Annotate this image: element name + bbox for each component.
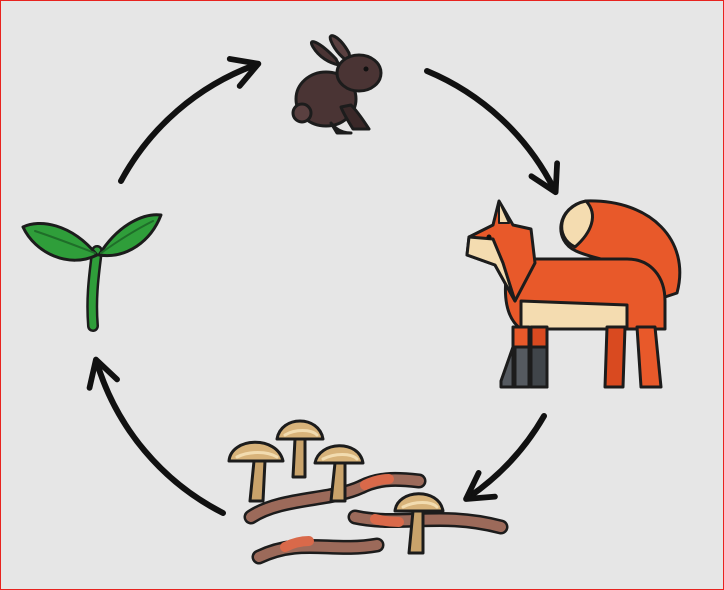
worm-icon <box>251 536 385 565</box>
fox-icon <box>465 199 682 389</box>
mushroom-icon <box>275 419 325 479</box>
arrow-decomposers-to-sprout <box>86 356 226 516</box>
mushroom-icon <box>393 492 445 555</box>
sprout-icon <box>21 213 163 332</box>
rabbit-icon <box>291 34 383 135</box>
cycle-arrows <box>86 56 560 516</box>
mushrooms-worms-icon <box>227 419 509 565</box>
mushroom-icon <box>227 440 285 503</box>
arrow-rabbit-to-fox <box>424 68 560 196</box>
mushroom-icon <box>313 444 365 503</box>
worm-icon <box>243 471 427 525</box>
arrow-sprout-to-rabbit <box>118 56 262 184</box>
worm-icon <box>347 509 509 535</box>
arrow-fox-to-decomposers <box>463 413 547 502</box>
